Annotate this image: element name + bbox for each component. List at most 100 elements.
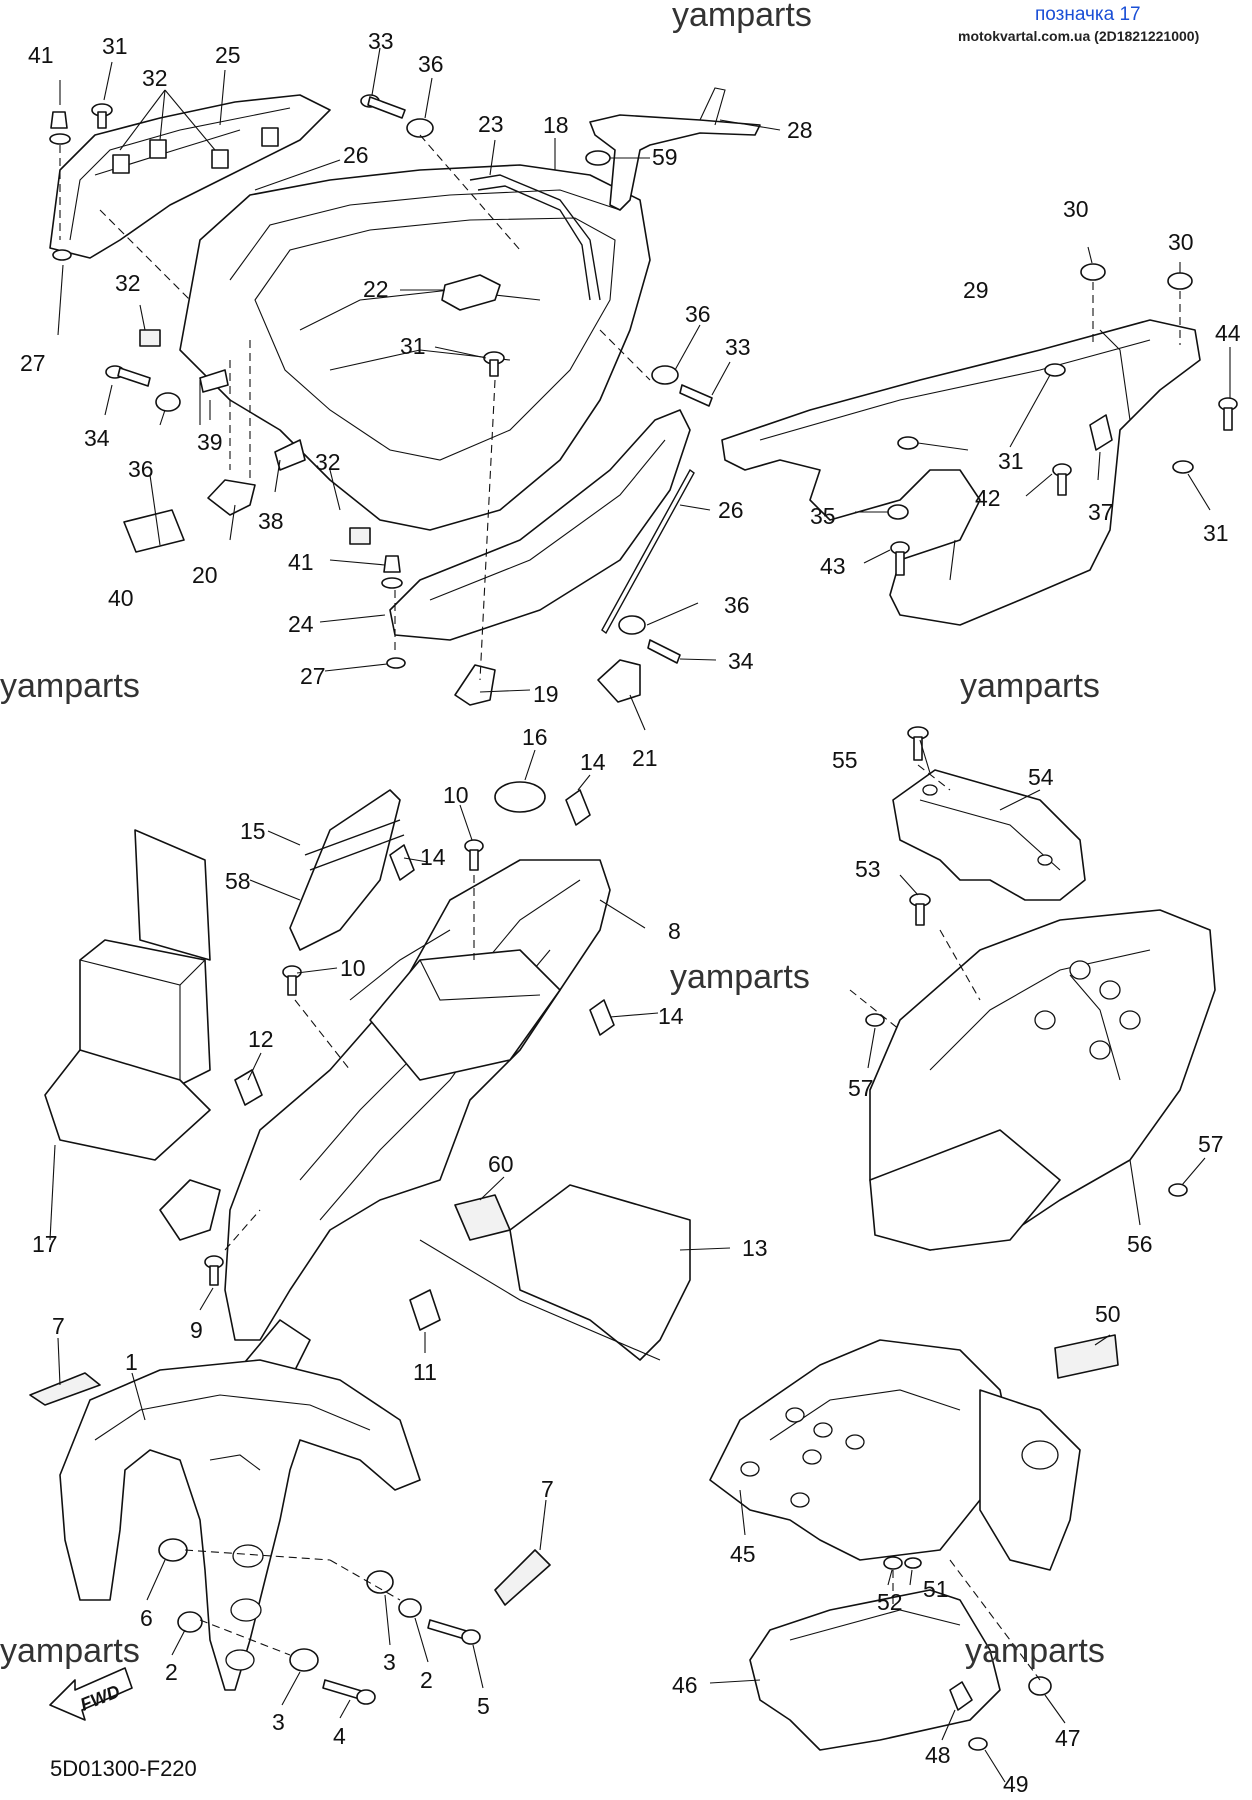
- callout-34-lower: 34: [728, 648, 754, 674]
- seat-cowl-assembly: [49, 94, 713, 706]
- callout-27: 27: [20, 350, 46, 376]
- callout-30-right: 30: [1168, 229, 1194, 255]
- watermark-top: yamparts: [672, 0, 812, 34]
- watermark-left-upper: yamparts: [0, 667, 140, 705]
- callout-39: 39: [197, 429, 223, 455]
- callout-31: 31: [102, 33, 128, 59]
- leader-lines-lower: [49, 739, 1206, 1783]
- callout-1: 1: [125, 1349, 138, 1375]
- callout-2: 2: [165, 1659, 178, 1685]
- callout-21: 21: [632, 745, 658, 771]
- callout-41-lower: 41: [288, 549, 314, 575]
- callout-25: 25: [215, 42, 241, 68]
- callout-8: 8: [668, 918, 681, 944]
- callout-32: 32: [142, 65, 168, 91]
- callout-41: 41: [28, 42, 54, 68]
- callout-26-right: 26: [718, 497, 744, 523]
- callout-7-right: 7: [541, 1476, 554, 1502]
- callout-22: 22: [363, 276, 389, 302]
- callout-57-right: 57: [1198, 1131, 1224, 1157]
- watermark-right-lower: yamparts: [965, 1632, 1105, 1670]
- callout-52: 52: [877, 1589, 903, 1615]
- callout-51: 51: [923, 1576, 949, 1602]
- callout-34: 34: [84, 425, 110, 451]
- callout-50: 50: [1095, 1301, 1121, 1327]
- callout-56: 56: [1127, 1231, 1153, 1257]
- callout-14-right: 14: [658, 1003, 684, 1029]
- callout-19: 19: [533, 681, 559, 707]
- callout-12: 12: [248, 1026, 274, 1052]
- callout-32-lower: 32: [315, 449, 341, 475]
- callout-43: 43: [820, 553, 846, 579]
- callout-45: 45: [730, 1541, 756, 1567]
- callout-36-right: 36: [685, 301, 711, 327]
- callout-60: 60: [488, 1151, 514, 1177]
- header-tag: позначка 17: [1035, 4, 1141, 25]
- callout-16: 16: [522, 724, 548, 750]
- callout-24: 24: [288, 611, 314, 637]
- watermark-center: yamparts: [670, 958, 810, 996]
- callout-4: 4: [333, 1723, 346, 1749]
- watermark-right-upper: yamparts: [960, 667, 1100, 705]
- callout-20: 20: [192, 562, 218, 588]
- seat-frame-29: [721, 263, 1238, 626]
- forward-arrow: FWD: [49, 1667, 133, 1721]
- callout-37: 37: [1088, 499, 1114, 525]
- callout-15: 15: [240, 818, 266, 844]
- callout-2-right: 2: [420, 1667, 433, 1693]
- rear-fender-assembly: [44, 781, 691, 1411]
- callout-26: 26: [343, 142, 369, 168]
- tail-light-housing-assembly: [709, 1334, 1119, 1751]
- callout-47: 47: [1055, 1725, 1081, 1751]
- callout-10-lower: 10: [340, 955, 366, 981]
- callout-33: 33: [368, 28, 394, 54]
- callout-7: 7: [52, 1313, 65, 1339]
- callout-46: 46: [672, 1672, 698, 1698]
- callout-14: 14: [580, 749, 606, 775]
- callout-6: 6: [140, 1605, 153, 1631]
- callout-55: 55: [832, 747, 858, 773]
- callout-11: 11: [413, 1359, 437, 1385]
- callout-18: 18: [543, 112, 569, 138]
- callout-29: 29: [963, 277, 989, 303]
- callout-57: 57: [848, 1075, 874, 1101]
- callout-44: 44: [1215, 320, 1241, 346]
- callout-3: 3: [383, 1649, 396, 1675]
- callout-9: 9: [190, 1317, 203, 1343]
- callout-36: 36: [418, 51, 444, 77]
- callout-54: 54: [1028, 764, 1054, 790]
- callout-27-lower: 27: [300, 663, 326, 689]
- callout-49: 49: [1003, 1771, 1029, 1797]
- diagram-code: 5D01300-F220: [50, 1756, 197, 1781]
- callout-38: 38: [258, 508, 284, 534]
- callout-14-mid: 14: [420, 844, 446, 870]
- callout-30: 30: [1063, 196, 1089, 222]
- callout-58: 58: [225, 868, 251, 894]
- callout-59: 59: [652, 144, 678, 170]
- callout-42: 42: [975, 485, 1001, 511]
- seat-under-cover: [849, 726, 1216, 1251]
- callout-10: 10: [443, 782, 469, 808]
- front-fender-assembly: [29, 1359, 551, 1705]
- callout-35: 35: [810, 503, 836, 529]
- callout-40: 40: [108, 585, 134, 611]
- callout-36-left: 36: [128, 456, 154, 482]
- callout-31-mid: 31: [400, 333, 426, 359]
- callout-5: 5: [477, 1693, 490, 1719]
- callout-13: 13: [742, 1235, 768, 1261]
- callout-31-frame: 31: [998, 448, 1024, 474]
- callout-53: 53: [855, 856, 881, 882]
- callout-28: 28: [787, 117, 813, 143]
- callout-17: 17: [32, 1231, 58, 1257]
- callout-32-left: 32: [115, 270, 141, 296]
- leader-lines: [57, 47, 1231, 731]
- callout-3-lower: 3: [272, 1709, 285, 1735]
- callout-33-right: 33: [725, 334, 751, 360]
- callout-48: 48: [925, 1742, 951, 1768]
- callout-23: 23: [478, 111, 504, 137]
- callout-36-lower: 36: [724, 592, 750, 618]
- header-site: motokvartal.com.ua (2D1821221000): [958, 28, 1199, 44]
- rear-bracket-28: [589, 87, 761, 211]
